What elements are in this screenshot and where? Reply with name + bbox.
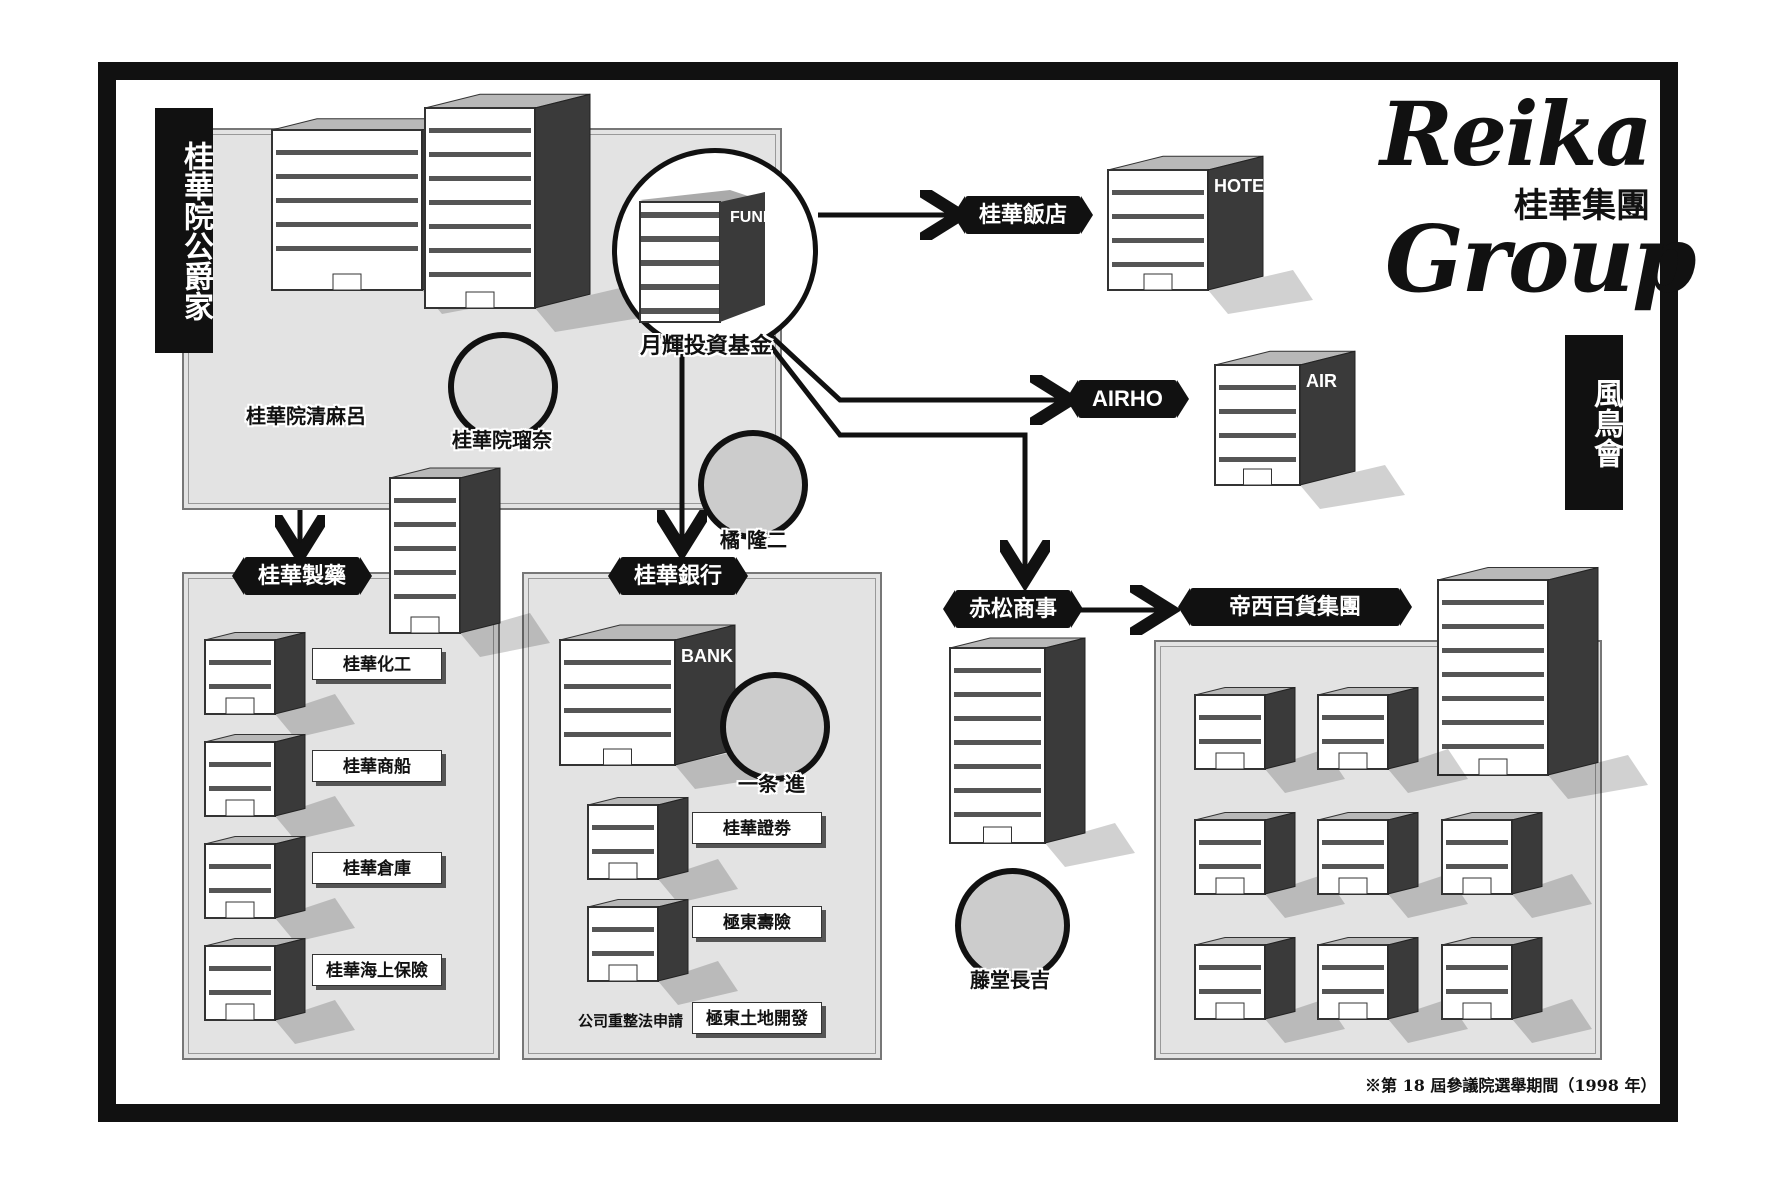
bank-sub-building-1 bbox=[587, 898, 738, 1005]
pharma-tower bbox=[389, 467, 550, 657]
teisai-store-1-2 bbox=[1441, 811, 1592, 918]
person-ichijo: 一条 進 bbox=[738, 772, 805, 796]
air-building: AIR bbox=[1214, 350, 1405, 509]
pharma-sub-3: 桂華海上保險 bbox=[312, 954, 442, 986]
person-todo: 藤堂長吉 bbox=[970, 968, 1050, 992]
pharma-sub-1: 桂華商船 bbox=[312, 750, 442, 782]
avatar-todo bbox=[955, 868, 1070, 983]
fund-building: FUND bbox=[639, 190, 774, 323]
label-akamatsu: 赤松商事 bbox=[942, 590, 1084, 628]
teisai-tower bbox=[1437, 566, 1648, 799]
bank-sub-0: 桂華證劵 bbox=[692, 812, 822, 844]
person-ruina: 桂華院瑠奈 bbox=[452, 428, 552, 452]
teisai-store-2-0 bbox=[1194, 936, 1345, 1043]
footnote: ※第 18 屆參議院選舉期間（1998 年） bbox=[1365, 1076, 1657, 1095]
logo-reika: Reika bbox=[1380, 82, 1653, 186]
label-bank: 桂華銀行 bbox=[607, 557, 749, 595]
family-vertical-label: 桂華院公爵家 bbox=[155, 108, 213, 353]
hotel-building: HOTEL bbox=[1107, 155, 1313, 314]
hotel-building-sign: HOTEL bbox=[1214, 176, 1275, 196]
person-kiyomaro: 桂華院清麻呂 bbox=[246, 404, 366, 428]
label-hotel: 桂華飯店 bbox=[952, 196, 1094, 234]
pharma-sub-2: 桂華倉庫 bbox=[312, 852, 442, 884]
bank-sub-1: 極東壽險 bbox=[692, 906, 822, 938]
avatar-tachibana bbox=[698, 430, 808, 540]
pharma-sub-building-1 bbox=[204, 733, 355, 840]
label-pharma: 桂華製藥 bbox=[231, 557, 373, 595]
label-teisai: 帝西百貨集團 bbox=[1178, 588, 1412, 626]
person-tachibana: 橘 隆二 bbox=[720, 528, 787, 552]
fuuchou-vertical-label: 風鳥會 bbox=[1565, 335, 1623, 510]
fund-label: 月輝投資基金 bbox=[640, 333, 773, 359]
bank-building-sign: BANK bbox=[681, 646, 733, 666]
pharma-sub-building-2 bbox=[204, 835, 355, 942]
fund-sign: FUND bbox=[730, 209, 774, 226]
teisai-store-0-1 bbox=[1317, 686, 1468, 793]
akamatsu-building bbox=[949, 637, 1135, 867]
pharma-sub-0: 桂華化工 bbox=[312, 648, 442, 680]
avatar-ruina bbox=[448, 332, 558, 442]
avatar-ichijo bbox=[720, 672, 830, 782]
family-building-tall bbox=[424, 93, 640, 332]
bank-reorg-note: 公司重整法申請 bbox=[578, 1012, 684, 1030]
pharma-sub-building-3 bbox=[204, 937, 355, 1044]
teisai-store-0-0 bbox=[1194, 686, 1345, 793]
label-airho: AIRHO bbox=[1066, 380, 1189, 418]
air-building-sign: AIR bbox=[1306, 371, 1337, 391]
bank-sub-2: 極東土地開發 bbox=[692, 1002, 822, 1034]
pharma-sub-building-0 bbox=[204, 631, 355, 738]
logo-kanji: 桂華集團 bbox=[1510, 178, 1654, 227]
bank-sub-building-0 bbox=[587, 796, 738, 903]
teisai-store-2-2 bbox=[1441, 936, 1592, 1043]
teisai-store-1-0 bbox=[1194, 811, 1345, 918]
